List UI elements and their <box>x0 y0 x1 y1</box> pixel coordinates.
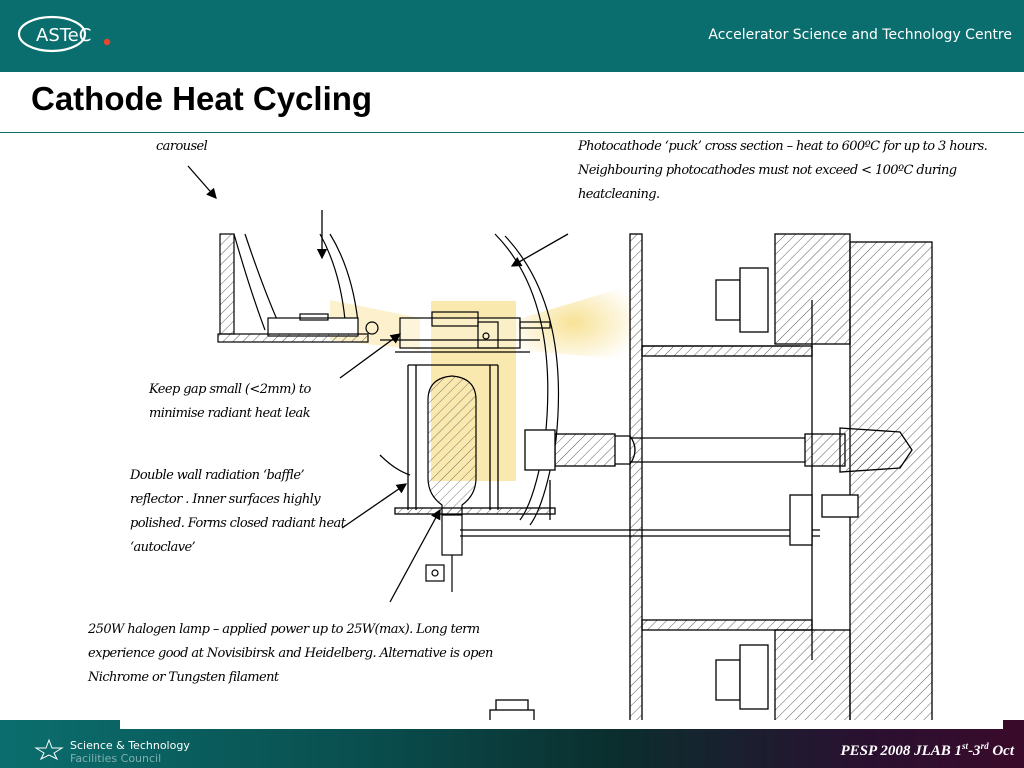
baffle-annotation-line1: Double wall radiation ‘baffle’ <box>130 468 305 483</box>
stfc-logo-icon <box>34 738 64 760</box>
conference-sup2: rd <box>980 741 989 751</box>
puck-annotation: Photocathode ‘puck’ cross section – heat… <box>578 135 1018 207</box>
puck-annotation-line1: Photocathode ‘puck’ cross section – heat… <box>578 139 988 154</box>
title-divider <box>0 132 1024 133</box>
conference-suffix: Oct <box>988 743 1014 759</box>
lamp-annotation-line1: 250W halogen lamp – applied power up to … <box>88 622 480 637</box>
baffle-annotation-line3: polished. Forms closed radiant heat <box>130 516 346 531</box>
page-title: Cathode Heat Cycling <box>31 80 373 117</box>
carousel-arrow <box>187 165 217 199</box>
annotation-arrows <box>187 165 569 603</box>
centre-name: Accelerator Science and Technology Centr… <box>708 27 1012 43</box>
footer-bar <box>0 720 1024 768</box>
logo-text: ASTeC <box>36 25 91 46</box>
stfc-name-line1: Science & Technology <box>70 739 190 752</box>
carousel-ring <box>494 233 560 526</box>
conference-label: PESP 2008 JLAB 1st-3rd Oct <box>841 741 1015 760</box>
halogen-lamp <box>425 375 477 592</box>
logo-dot-icon <box>103 38 111 46</box>
conference-prefix: PESP 2008 JLAB 1 <box>840 743 963 759</box>
lamp-annotation: 250W halogen lamp – applied power up to … <box>88 618 493 690</box>
gap-annotation-line2: minimise radiant heat leak <box>149 406 311 421</box>
conference-mid: -3 <box>968 743 981 759</box>
gap-arrow <box>339 333 402 379</box>
astec-logo: ASTeC <box>17 15 111 53</box>
baffle-arrow <box>341 483 408 529</box>
baffle-annotation-line4: ‘autoclave’ <box>130 540 196 555</box>
baffle-annotation-line2: reflector . Inner surfaces highly <box>130 492 321 507</box>
lamp-annotation-line3: Nichrome or Tungsten filament <box>88 670 279 685</box>
lamp-arrow <box>389 508 441 603</box>
puck-annotation-line2: Neighbouring photocathodes must not exce… <box>578 163 957 178</box>
flange-assembly <box>460 233 933 733</box>
footer-white-strip <box>120 720 1003 729</box>
carousel-body <box>217 233 369 343</box>
baffle-annotation: Double wall radiation ‘baffle’ reflector… <box>130 464 346 560</box>
header-bar: ASTeC Accelerator Science and Technology… <box>0 0 1024 72</box>
puck-arrow <box>510 233 569 267</box>
photocathode-puck <box>365 311 551 353</box>
gap-annotation-line1: Keep gap small (<2mm) to <box>149 382 311 397</box>
lamp-annotation-line2: experience good at Novisibirsk and Heide… <box>88 646 493 661</box>
gap-annotation: Keep gap small (<2mm) to minimise radian… <box>149 378 311 426</box>
conference-sup1: st <box>962 741 969 751</box>
carousel-label: carousel <box>156 139 208 154</box>
baffle-reflector <box>379 364 556 515</box>
puck-annotation-line3: heatcleaning. <box>578 187 660 202</box>
stfc-name-line2: Facilities Council <box>70 752 162 765</box>
